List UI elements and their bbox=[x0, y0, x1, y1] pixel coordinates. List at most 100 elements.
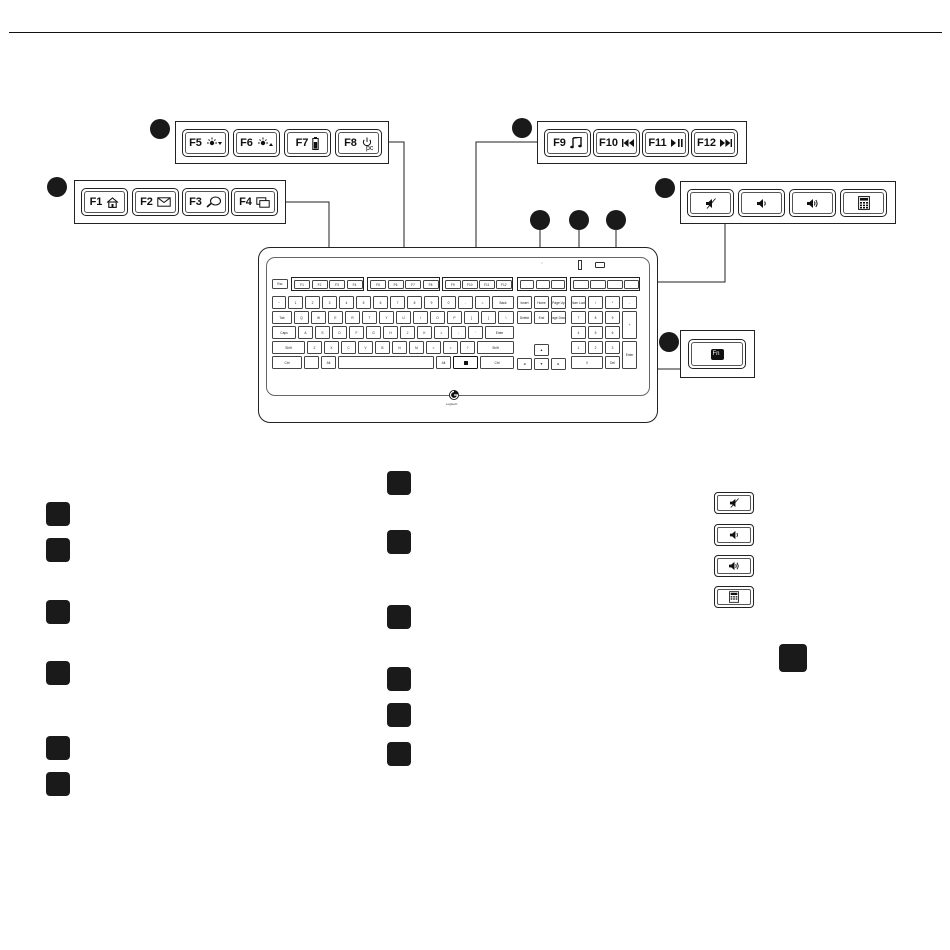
key-num-9: 9 bbox=[605, 311, 620, 324]
previous-track-icon bbox=[621, 139, 634, 147]
key-volume-down bbox=[738, 189, 785, 217]
key-num-2: 2 bbox=[588, 341, 603, 354]
legend-marker-1 bbox=[46, 502, 70, 526]
legend-marker-12 bbox=[387, 742, 411, 766]
key-9: 9 bbox=[424, 296, 439, 309]
key-f4: F4 bbox=[231, 188, 278, 216]
music-icon bbox=[570, 137, 582, 149]
key-q: Q bbox=[294, 311, 309, 324]
key-w: W bbox=[311, 311, 326, 324]
key-home: Home bbox=[534, 296, 549, 309]
mute-icon bbox=[729, 498, 739, 508]
callout-f1-f4 bbox=[47, 177, 67, 197]
key-pageup: Page Up bbox=[551, 296, 566, 309]
key-f8-label: F8 bbox=[344, 137, 357, 149]
key-t: T bbox=[362, 311, 377, 324]
windows-switch-icon bbox=[256, 196, 270, 208]
brand-label: Logitech bbox=[446, 402, 458, 406]
key-f7: F7 bbox=[284, 129, 331, 157]
legend-marker-11 bbox=[387, 703, 411, 727]
key-f2: F2 bbox=[132, 188, 179, 216]
legend-marker-4 bbox=[46, 661, 70, 685]
key-k: K bbox=[417, 326, 432, 339]
key-s: S bbox=[315, 326, 330, 339]
mini-calc bbox=[624, 280, 639, 289]
key-num-plus: + bbox=[622, 311, 637, 339]
legend-key-volume-down bbox=[714, 524, 754, 546]
strip-f1-f4: F1 F2 F3 F4 bbox=[74, 180, 286, 224]
key-num-1: 1 bbox=[571, 341, 586, 354]
callout-f9-f12 bbox=[512, 118, 532, 138]
key-numlock: Num Lock bbox=[571, 296, 586, 309]
strip-f5-f8: F5 F6 F7 F8 pc bbox=[175, 121, 389, 164]
key-arrow-right: ► bbox=[551, 358, 566, 370]
legend-key-volume-up bbox=[714, 555, 754, 577]
key-f11-label: F11 bbox=[648, 137, 667, 149]
callout-indicator-3 bbox=[606, 210, 626, 230]
key-caps: Caps bbox=[272, 326, 296, 339]
key-n: N bbox=[392, 341, 407, 354]
calculator-icon bbox=[857, 196, 870, 210]
fkey-group-3: F9 F10 F11 F12 bbox=[442, 277, 513, 291]
key-8: 8 bbox=[407, 296, 422, 309]
keyboard-outline: ⁄ Esc F1 F2 F3 F4 F5 F6 F7 F8 F9 F10 F11… bbox=[258, 247, 658, 423]
key-quote: ' bbox=[468, 326, 483, 339]
key-p: P bbox=[447, 311, 462, 324]
key-fn-large: Fn bbox=[688, 339, 746, 369]
key-slash: ? bbox=[460, 341, 475, 354]
key-arrow-left: ◄ bbox=[517, 358, 532, 370]
strip-media-keys bbox=[680, 181, 896, 224]
legend-marker-8 bbox=[387, 530, 411, 554]
mini-f6: F6 bbox=[387, 280, 404, 289]
legend-key-mute bbox=[714, 492, 754, 514]
key-num-5: 5 bbox=[588, 326, 603, 339]
key-f10: F10 bbox=[593, 129, 640, 157]
key-f12-label: F12 bbox=[697, 137, 716, 149]
fn-mini-cap bbox=[463, 360, 468, 365]
legend-marker-6 bbox=[46, 772, 70, 796]
key-ctrl-right: Ctrl bbox=[480, 356, 514, 369]
mini-f3: F3 bbox=[329, 280, 345, 289]
key-num-4: 4 bbox=[571, 326, 586, 339]
key-r: R bbox=[345, 311, 360, 324]
battery-icon bbox=[312, 136, 320, 150]
volume-up-icon bbox=[729, 561, 739, 571]
key-x: X bbox=[324, 341, 339, 354]
key-d: D bbox=[332, 326, 347, 339]
mini-f9: F9 bbox=[445, 280, 461, 289]
key-num-divide: / bbox=[588, 296, 603, 309]
key-num-minus: - bbox=[622, 296, 637, 309]
indicator-solar bbox=[595, 262, 605, 268]
callout-f5-f8 bbox=[150, 119, 170, 139]
mail-icon bbox=[157, 197, 171, 207]
key-end: End bbox=[534, 311, 549, 324]
key-m: M bbox=[409, 341, 424, 354]
legend-marker-9 bbox=[387, 605, 411, 629]
fn-cap: Fn bbox=[710, 348, 724, 360]
key-volume-up bbox=[789, 189, 836, 217]
key-3: 3 bbox=[322, 296, 337, 309]
key-calculator bbox=[840, 189, 887, 217]
logitech-logo-icon bbox=[449, 390, 459, 400]
key-u: U bbox=[396, 311, 411, 324]
key-alt-right: Alt bbox=[436, 356, 451, 369]
mini-f10: F10 bbox=[462, 280, 478, 289]
key-num-3: 3 bbox=[605, 341, 620, 354]
fn-label: Fn bbox=[712, 350, 720, 357]
key-space bbox=[338, 356, 434, 369]
key-backslash: \ bbox=[498, 311, 514, 324]
key-z: Z bbox=[307, 341, 322, 354]
key-j: J bbox=[400, 326, 415, 339]
strip-fn-key: Fn bbox=[680, 330, 755, 378]
key-num-8: 8 bbox=[588, 311, 603, 324]
key-1: 1 bbox=[288, 296, 303, 309]
key-h: H bbox=[383, 326, 398, 339]
key-f1-label: F1 bbox=[89, 196, 103, 208]
legend-marker-2 bbox=[46, 538, 70, 562]
header-rule bbox=[9, 32, 942, 33]
mini-f12: F12 bbox=[496, 280, 512, 289]
indicator-connection: ⁄ bbox=[542, 261, 543, 265]
key-enter: Enter bbox=[485, 326, 514, 339]
key-f8-sub: pc bbox=[366, 145, 374, 152]
key-insert: Insert bbox=[517, 296, 532, 309]
